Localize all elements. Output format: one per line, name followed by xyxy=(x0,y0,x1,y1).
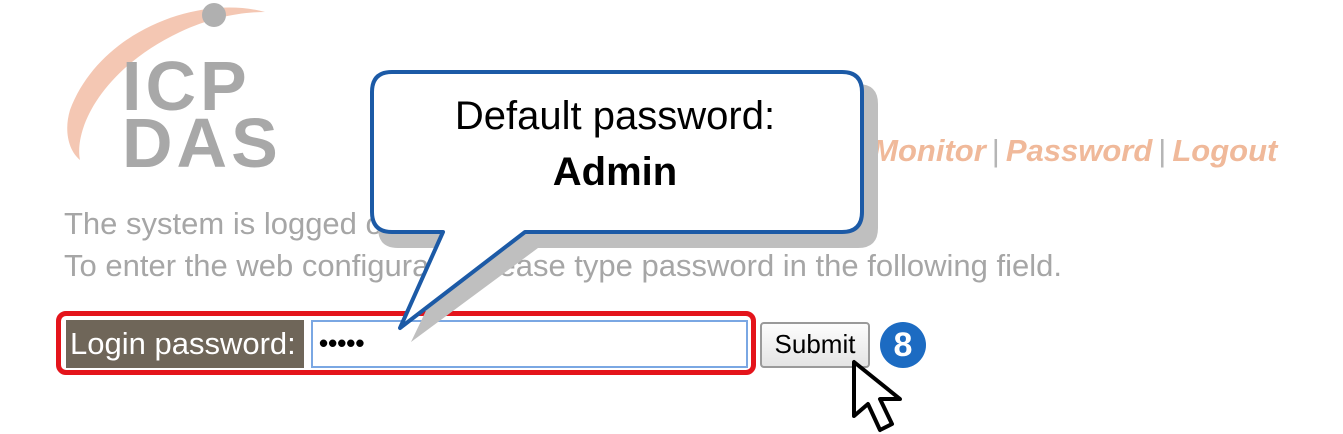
instruction-message-part2: please type password in the following fi… xyxy=(474,248,1062,283)
nav-item-monitor[interactable]: Monitor xyxy=(872,133,986,168)
top-nav: r|Monitor|Password|Logout xyxy=(840,133,1277,169)
icp-das-logo: ICP DAS xyxy=(60,0,280,185)
logo-text-das: DAS xyxy=(122,104,282,182)
callout-text: Default password: Admin xyxy=(375,88,855,200)
instruction-message-part1: To enter the web configura xyxy=(64,248,430,283)
login-password-input[interactable]: ••••• xyxy=(311,320,748,368)
logo-swoosh-icon xyxy=(67,3,266,161)
instruction-message: To enter the web configura please type pa… xyxy=(64,248,1062,284)
nav-separator: | xyxy=(991,133,1000,168)
logged-out-message: The system is logged ou xyxy=(64,206,401,241)
step-number-badge: 8 xyxy=(880,322,926,368)
callout-line1: Default password: xyxy=(454,94,776,138)
login-password-label: Login password: xyxy=(66,320,304,368)
callout-default-password: Admin xyxy=(552,150,678,194)
mouse-pointer-icon xyxy=(852,360,902,432)
nav-item-password[interactable]: Password xyxy=(1005,133,1153,168)
logo-text-icp: ICP xyxy=(122,47,251,125)
nav-separator: | xyxy=(1158,133,1167,168)
nav-item-logout[interactable]: Logout xyxy=(1172,133,1278,168)
nav-separator: | xyxy=(858,133,867,168)
